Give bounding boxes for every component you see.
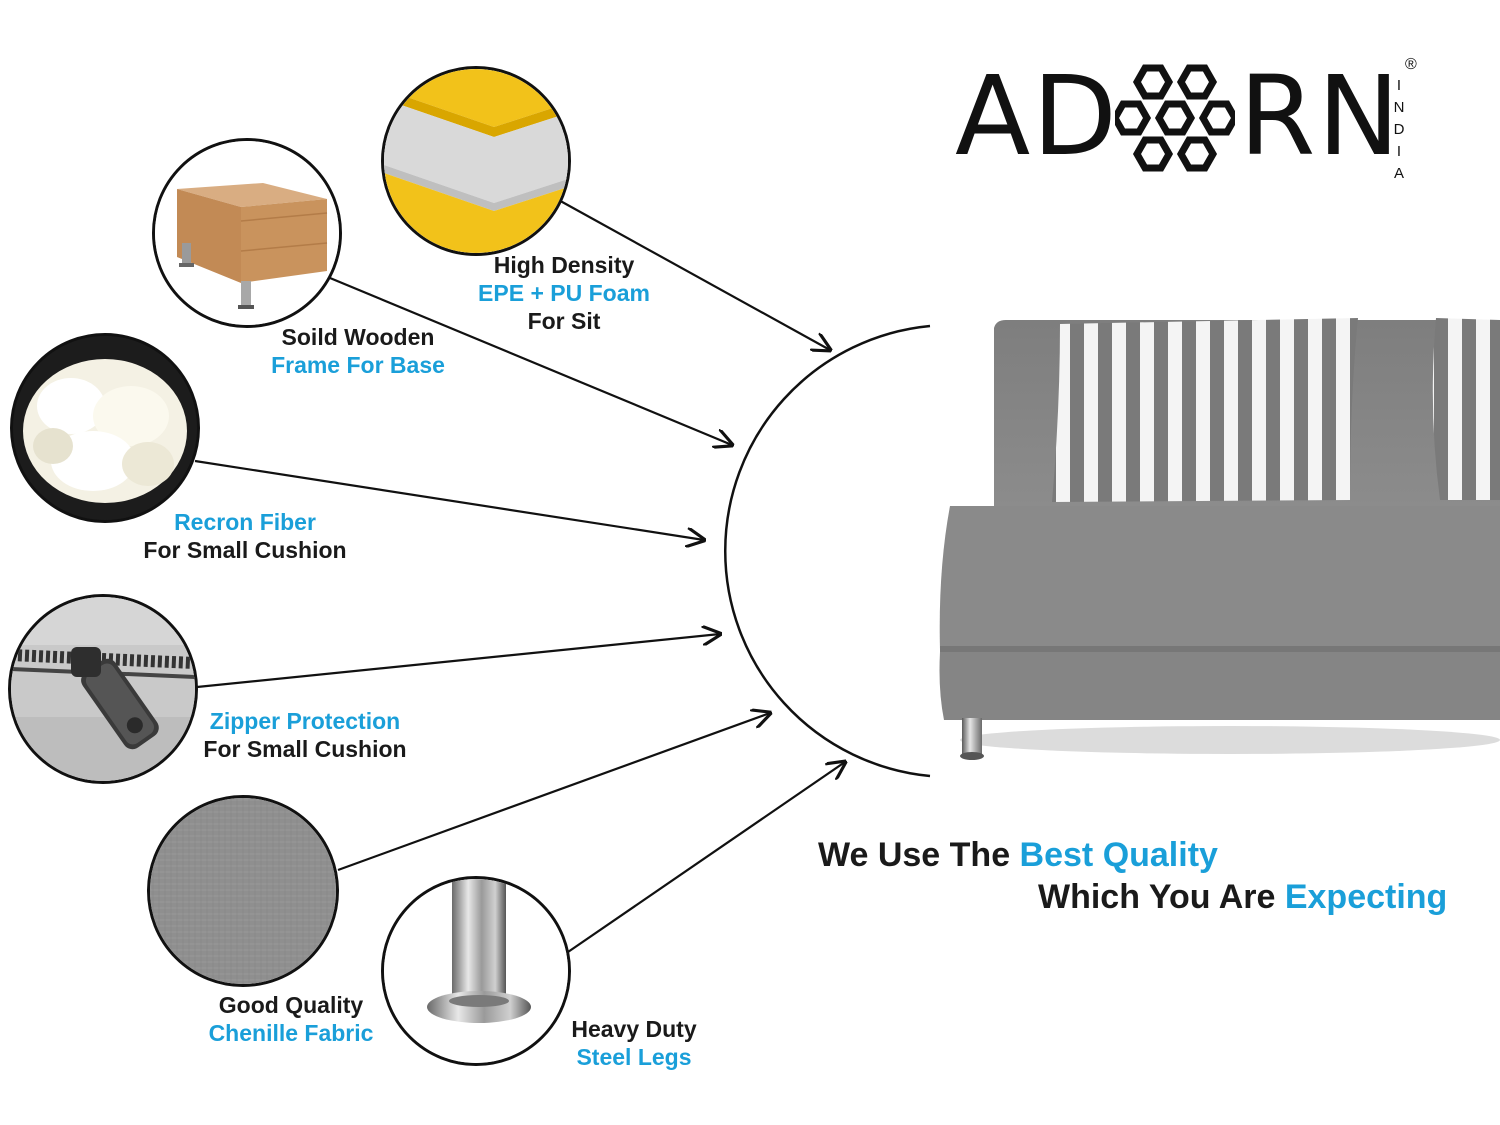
adorn-logo: AD RN ® xyxy=(955,52,1425,180)
frame-label-line1: Soild Wooden xyxy=(281,324,435,350)
fabric-label-line1: Good Quality xyxy=(218,992,364,1018)
steel-leg-image xyxy=(381,876,571,1066)
sofa-base xyxy=(939,652,1500,720)
wooden-frame-image xyxy=(152,138,342,328)
tagline-line2-highlight: Expecting xyxy=(1284,878,1448,916)
connector-legs xyxy=(567,762,845,953)
big-arc xyxy=(723,324,931,778)
foam-label-line2: EPE + PU Foam xyxy=(478,280,650,306)
tagline-line2-dark: Which You Are xyxy=(1038,878,1285,916)
sofa-illustration xyxy=(939,318,1500,760)
connector-foam xyxy=(554,197,830,350)
sofa-leg xyxy=(962,718,982,756)
tagline-line1: We Use The Best Quality xyxy=(818,836,1218,875)
connector-fiber xyxy=(194,459,704,540)
zipper-label-line1: Zipper Protection xyxy=(209,708,401,734)
fiber-label-line1: Recron Fiber xyxy=(174,509,316,535)
fiber-label: Recron Fiber For Small Cushion xyxy=(110,508,380,564)
sofa-seat xyxy=(939,506,1500,650)
logo-india-text: INDIA xyxy=(1393,75,1407,185)
zipper-label: Zipper Protection For Small Cushion xyxy=(165,707,445,763)
hexagon-logo-icon xyxy=(1115,64,1235,172)
sofa-pillow-right xyxy=(1432,318,1500,500)
connector-zipper xyxy=(196,634,720,689)
fabric-label-line2: Chenille Fabric xyxy=(208,1020,374,1046)
fabric-label: Good Quality Chenille Fabric xyxy=(171,991,411,1047)
frame-label-line2: Frame For Base xyxy=(271,352,445,378)
fiber-label-line2: For Small Cushion xyxy=(143,537,347,563)
foam-label-line3: For Sit xyxy=(527,308,601,334)
connector-frame xyxy=(329,276,732,445)
logo-india-letters: INDIA xyxy=(1393,77,1405,182)
tagline-line2: Which You Are Expecting xyxy=(1038,878,1447,917)
logo-text-left: AD xyxy=(955,52,1119,180)
tagline-line1-highlight: Best Quality xyxy=(1019,836,1218,874)
registered-mark: ® xyxy=(1405,56,1417,73)
frame-label: Soild Wooden Frame For Base xyxy=(238,323,478,379)
foam-label-line1: High Density xyxy=(493,252,635,278)
recron-fiber-image xyxy=(10,333,200,523)
logo-text-right: RN xyxy=(1239,52,1402,180)
legs-label: Heavy Duty Steel Legs xyxy=(514,1015,754,1071)
tagline-line1-dark: We Use The xyxy=(818,836,1020,874)
foam-layers-image xyxy=(381,66,571,256)
sofa-pillow-left xyxy=(1052,318,1358,502)
chenille-fabric-image xyxy=(147,795,339,987)
foam-label: High Density EPE + PU Foam For Sit xyxy=(444,251,684,335)
legs-label-line2: Steel Legs xyxy=(576,1044,692,1070)
connector-fabric xyxy=(337,713,770,872)
zipper-label-line2: For Small Cushion xyxy=(203,736,407,762)
legs-label-line1: Heavy Duty xyxy=(571,1016,697,1042)
